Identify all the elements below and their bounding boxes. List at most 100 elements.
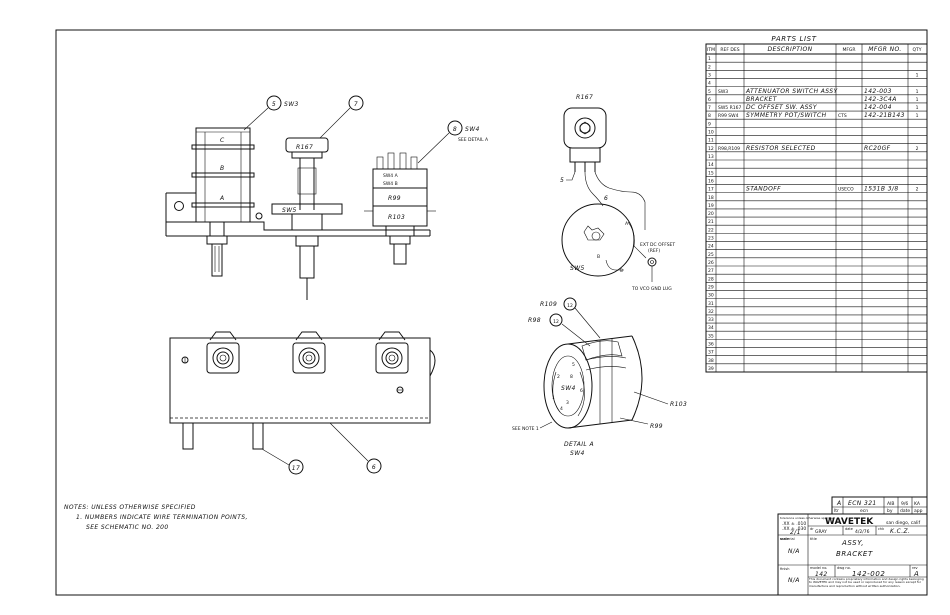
proprietary-notice-box: This document contains proprietary infor…: [809, 578, 924, 587]
detail-pin-6: 6: [580, 388, 583, 394]
parts-cell-qty: 1: [916, 72, 919, 78]
scale-value: 2/1: [790, 529, 801, 536]
parts-cell-itm: 27: [708, 268, 714, 274]
parts-list: PARTS LIST ITM REF DES DESCRIPTION MFGR …: [705, 35, 928, 373]
parts-cell-itm: 10: [708, 130, 714, 136]
drawn-value: GRAY: [815, 529, 827, 535]
check-value: K.C.Z.: [890, 528, 910, 535]
r99-label: R99: [388, 195, 401, 202]
detail-title: DETAIL A: [564, 441, 594, 448]
rev-by: AIB: [887, 501, 895, 507]
detail-see-note: SEE NOTE 1: [512, 426, 539, 432]
parts-cell-itm: 16: [708, 178, 714, 184]
sw4a-label: SW4 A: [383, 173, 399, 179]
schematic-pin-6: 6: [604, 195, 608, 202]
company-location: san diego, calif: [886, 520, 920, 526]
col-header-description: DESCRIPTION: [767, 46, 812, 53]
notes-line-2: 1. NUMBERS INDICATE WIRE TERMINATION POI…: [76, 514, 248, 521]
parts-cell-itm: 15: [708, 170, 714, 176]
deck-b-label: B: [220, 165, 225, 172]
parts-cell-itm: 24: [708, 244, 714, 250]
rev-letter: A: [836, 500, 842, 507]
parts-cell-itm: 14: [708, 162, 714, 168]
material-value: N/A: [788, 548, 800, 555]
deck-a-label: A: [219, 195, 225, 202]
col-header-itm: ITM: [707, 47, 715, 53]
date-value: 4/2/76: [855, 529, 870, 535]
sw4b-label: SW4 B: [383, 181, 398, 187]
parts-cell-itm: 20: [708, 211, 714, 217]
rev-hdr-by: by: [887, 508, 893, 514]
r167-label: R167: [296, 144, 313, 151]
callout-5: 5: [272, 101, 276, 108]
rev-hdr-date: date: [900, 508, 910, 514]
schematic-r167-pot: [563, 107, 607, 149]
parts-cell-desc: STANDOFF: [746, 186, 781, 193]
material-label: material: [780, 537, 795, 541]
drawing-number-value: 142-002: [852, 570, 885, 578]
wiring-schematic: R167 5 6 SW5 A B 8 EXT DC OFFSET (REF) T…: [560, 94, 675, 292]
schematic-pin-5: 5: [560, 177, 564, 184]
schematic-r167-label: R167: [576, 94, 593, 101]
parts-cell-desc: DC OFFSET SW. ASSY: [746, 104, 818, 111]
rev-date: 9/6: [901, 501, 908, 507]
callout-8-label: SW4: [465, 126, 480, 133]
bracket-front-plate: [169, 337, 431, 424]
tolerance-1: .XX ± .010: [782, 521, 806, 527]
parts-cell-itm: 33: [708, 317, 714, 323]
shaft-front-1: [206, 331, 240, 374]
parts-cell-qty: 1: [916, 105, 919, 111]
parts-cell-itm: 19: [708, 203, 714, 209]
shaft-front-2: [292, 331, 326, 374]
parts-cell-desc: BRACKET: [746, 96, 778, 103]
parts-cell-mfgr: USECO: [838, 187, 854, 193]
detail-callout-12a: 12: [567, 303, 573, 309]
parts-cell-itm: 11: [708, 138, 714, 144]
title-block: A ECN 321 AIB 9/6 KA ltr ecn by date app…: [777, 496, 928, 596]
col-header-qty: QTY: [912, 47, 921, 53]
parts-cell-mfgr: CTS: [838, 113, 847, 119]
finish-label: finish: [780, 567, 789, 571]
parts-cell-ref: R98,R109: [718, 146, 740, 152]
parts-cell-no: 142-003: [864, 88, 892, 95]
date-label: date: [845, 527, 853, 531]
detail-r98-label: R98: [528, 317, 541, 324]
parts-cell-itm: 21: [708, 219, 714, 225]
callout-8-sublabel: SEE DETAIL A: [458, 137, 489, 143]
check-label: chk: [878, 527, 885, 531]
parts-cell-itm: 32: [708, 309, 714, 315]
detail-sw4-label: SW4: [561, 385, 576, 392]
drawing-notes: NOTES: UNLESS OTHERWISE SPECIFIED 1. NUM…: [64, 504, 248, 531]
parts-cell-itm: 26: [708, 260, 714, 266]
front-view: 17 6: [169, 331, 436, 475]
deck-c-label: C: [220, 137, 225, 144]
revision-value: A: [913, 570, 919, 578]
finish-value: N/A: [788, 577, 800, 584]
standoff: [252, 422, 264, 450]
rev-hdr-ltr: ltr: [834, 508, 839, 514]
rev-hdr-ecn: ecn: [860, 509, 868, 514]
callout-6: 6: [372, 464, 376, 471]
notes-line-1: NOTES: UNLESS OTHERWISE SPECIFIED: [64, 504, 196, 511]
rev-app: KA: [914, 501, 921, 507]
model-value: 142: [815, 571, 828, 578]
detail-pin-8: 8: [570, 374, 573, 380]
parts-cell-qty: 1: [916, 97, 919, 103]
drawing-title-line-1: ASSY,: [841, 539, 864, 547]
sw5-label: SW5: [282, 207, 297, 214]
parts-cell-ref: SW5 R167: [718, 105, 741, 111]
parts-cell-itm: 29: [708, 284, 714, 290]
parts-cell-no: 142-3C4A: [864, 96, 897, 103]
detail-subtitle: SW4: [570, 450, 585, 457]
parts-cell-no: 1531B 3/8: [864, 186, 899, 193]
r103-label: R103: [388, 214, 405, 221]
parts-cell-no: 142-21B143: [864, 112, 905, 119]
parts-list-title: PARTS LIST: [771, 35, 816, 43]
callout-5-label: SW3: [284, 101, 299, 108]
callout-7: 7: [354, 101, 358, 108]
parts-cell-itm: 4: [708, 81, 711, 87]
col-header-ref: REF DES: [720, 47, 739, 53]
parts-cell-itm: 39: [708, 366, 714, 372]
parts-cell-itm: 30: [708, 293, 714, 299]
